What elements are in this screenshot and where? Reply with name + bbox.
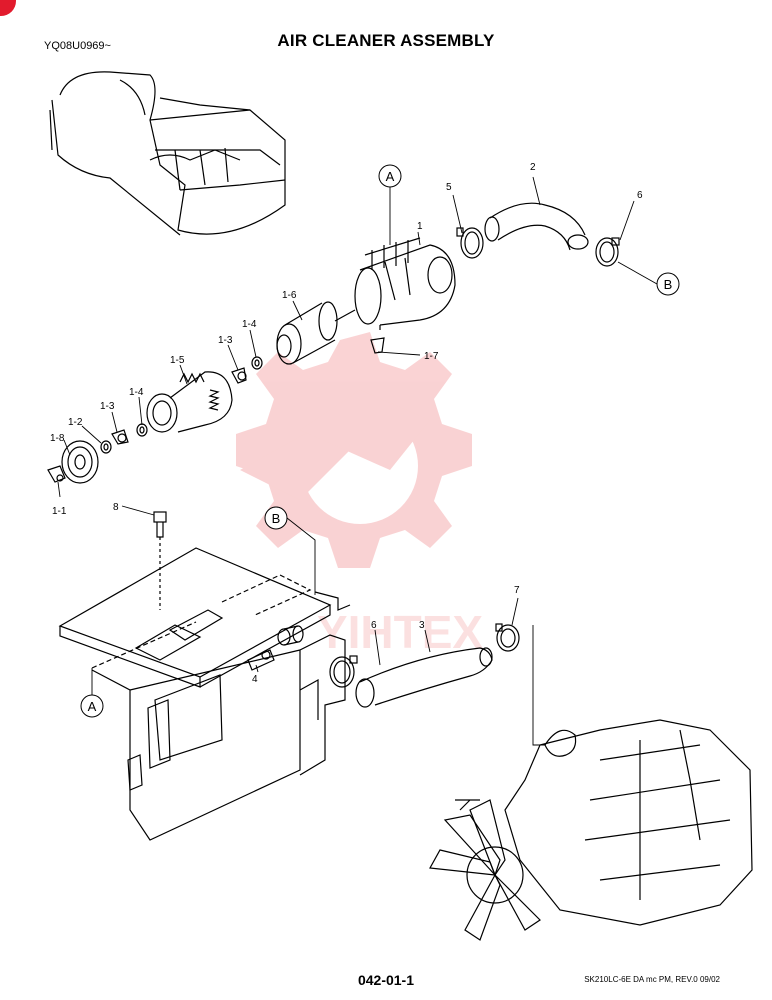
document-reference: SK210LC-6E DA mc PM, REV.0 09/02 (584, 975, 720, 984)
bolt-8 (153, 511, 167, 610)
reference-marker-b-right: B (656, 272, 680, 296)
callout-4: 4 (252, 674, 258, 685)
callout-3: 3 (419, 620, 425, 631)
callout-1-4-lower: 1-4 (129, 387, 144, 398)
callout-5: 5 (446, 182, 452, 193)
outlet-hose-2 (484, 202, 589, 251)
svg-text:A: A (88, 699, 97, 714)
svg-text:B: B (664, 277, 673, 292)
callout-1-3-upper: 1-3 (218, 335, 233, 346)
filter-element-1-6 (276, 301, 356, 365)
fitting-1-1 (47, 465, 66, 483)
clamp-6-upper (595, 237, 620, 267)
nut-1-2 (100, 440, 112, 454)
nut-1-4-upper (251, 356, 263, 370)
air-cleaner-housing (354, 237, 456, 330)
engine-illustration (429, 719, 753, 941)
nut-1-4-lower (136, 423, 148, 437)
clamp-5 (456, 227, 484, 259)
clamp-7 (495, 623, 520, 652)
fitting-1-3-lower (111, 429, 129, 445)
callout-1-8: 1-8 (50, 433, 65, 444)
inner-element-1-5 (146, 371, 233, 433)
callout-1: 1 (417, 221, 423, 232)
callout-1-4-upper: 1-4 (242, 319, 257, 330)
svg-text:B: B (272, 511, 281, 526)
reference-marker-a-top: A (378, 164, 402, 188)
callout-1-5: 1-5 (170, 355, 185, 366)
callout-1-6: 1-6 (282, 290, 297, 301)
callout-2: 2 (530, 162, 536, 173)
callout-7: 7 (514, 585, 520, 596)
page-title: AIR CLEANER ASSEMBLY (277, 31, 495, 50)
callout-1-1: 1-1 (52, 506, 67, 517)
fitting-4 (247, 649, 275, 671)
page-number: 042-01-1 (357, 972, 415, 988)
callout-1-7: 1-7 (424, 351, 439, 362)
callout-6-lower: 6 (371, 620, 377, 631)
callout-8: 8 (113, 502, 119, 513)
leader-lines (57, 176, 658, 746)
watermark-text: YIHTEX (317, 606, 483, 658)
svg-text:A: A (386, 169, 395, 184)
reference-marker-a-frame: A (80, 694, 104, 718)
reference-marker-b-frame: B (264, 506, 288, 530)
intake-hose-3 (355, 647, 493, 708)
callout-1-2: 1-2 (68, 417, 83, 428)
machine-overview-illustration (49, 71, 286, 236)
watermark-gear-logo (236, 332, 472, 568)
cover-1-8 (61, 440, 99, 484)
frame-outlet-pipe (277, 625, 304, 646)
serial-range: YQ08U0969~ (44, 40, 111, 52)
clamp-6-lower (329, 655, 358, 688)
fitting-1-3-upper (231, 367, 247, 384)
mounting-frame (58, 547, 351, 841)
callout-6-upper: 6 (637, 190, 643, 201)
callout-1-3-lower: 1-3 (100, 401, 115, 412)
